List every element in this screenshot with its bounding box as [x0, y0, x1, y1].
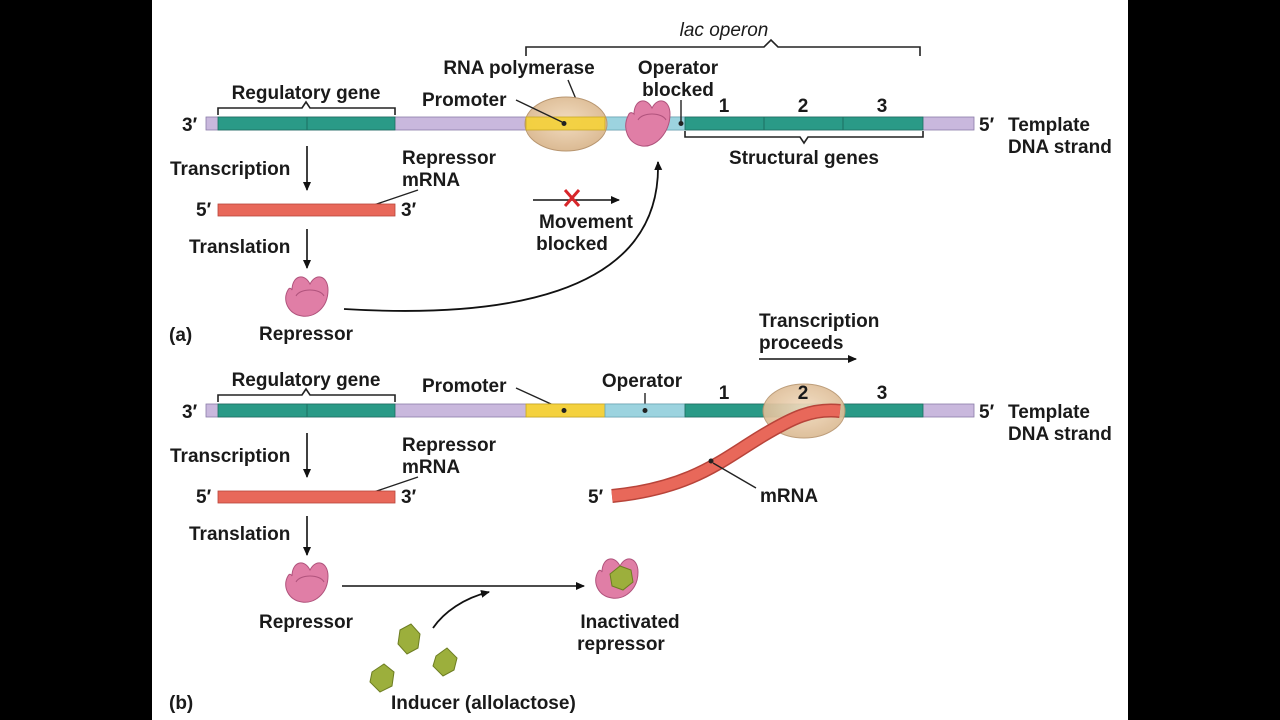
inducer-arrow — [432, 589, 490, 629]
dna-5prime-b: 5′ — [979, 402, 995, 423]
movement-blocked-label-1: Movement — [539, 212, 634, 233]
inducer-bound — [609, 565, 634, 591]
transcription-proceeds-label-1: Transcription — [759, 311, 879, 332]
structural-genes-a — [684, 116, 924, 131]
template-label-b-2: DNA strand — [1008, 424, 1112, 445]
gene-number-a-2: 2 — [798, 96, 809, 117]
gene-number-b-1: 1 — [719, 383, 730, 404]
structural-genes-brace — [684, 131, 924, 145]
dna-5prime-a: 5′ — [979, 115, 995, 136]
panel-b: Transcription proceeds Regulatory gene P… — [169, 311, 1112, 714]
inactivated-label-2: repressor — [577, 634, 665, 655]
repressor-mrna-strand-b — [217, 490, 396, 504]
blocked-x-icon — [563, 189, 581, 207]
regulatory-gene-label-b: Regulatory gene — [232, 370, 381, 391]
repressor-mrna-5prime-a: 5′ — [196, 200, 212, 221]
translation-label-a: Translation — [189, 237, 290, 258]
regulatory-gene-brace-a — [217, 100, 396, 115]
repressor-mrna-3prime-b: 3′ — [401, 487, 417, 508]
gene-number-a-3: 3 — [877, 96, 888, 117]
lac-operon-bracket — [525, 38, 921, 56]
repressor-cleft-a — [637, 113, 667, 121]
dna-3prime-b: 3′ — [182, 402, 198, 423]
inducer-molecule-2 — [432, 647, 458, 677]
repressor-mrna-strand-a — [217, 203, 396, 217]
gene-number-b-2: 2 — [798, 383, 809, 404]
repressor-free-a — [285, 276, 329, 317]
transcription-proceeds-label-2: proceeds — [759, 333, 843, 354]
mrna-label-b: mRNA — [760, 486, 818, 507]
transcription-label-b: Transcription — [170, 446, 290, 467]
template-label-a-1: Template — [1008, 115, 1090, 136]
operator-blocked-label-1: Operator — [638, 58, 719, 79]
gene-number-b-3: 3 — [877, 383, 888, 404]
panel-a: lac operon Regulatory gene RNA polymeras… — [169, 20, 1112, 346]
inducer-label: Inducer (allolactose) — [391, 693, 576, 714]
inactivated-label-1: Inactivated — [580, 612, 679, 633]
repressor-mrna-label-b-2: mRNA — [402, 457, 460, 478]
operator-dot-b — [642, 408, 648, 413]
repressor-cleft-free-a — [295, 289, 325, 297]
operator-dot-a — [678, 121, 684, 126]
repressor-mrna-3prime-a: 3′ — [401, 200, 417, 221]
promoter-label-b: Promoter — [422, 376, 507, 397]
promoter-dot-a — [561, 121, 567, 126]
movement-blocked-label-2: blocked — [536, 234, 608, 255]
inducer-molecule-1 — [397, 623, 421, 655]
translation-label-b: Translation — [189, 524, 290, 545]
promoter-label-a: Promoter — [422, 90, 507, 111]
regulatory-gene-label-a: Regulatory gene — [232, 83, 381, 104]
transcription-label-a: Transcription — [170, 159, 290, 180]
template-label-a-2: DNA strand — [1008, 137, 1112, 158]
repressor-cleft-free-b — [295, 575, 325, 583]
promoter-dot-b — [561, 408, 567, 413]
mrna-dot-b — [708, 458, 714, 464]
growing-mrna-fill — [611, 404, 841, 502]
operator-label-b: Operator — [602, 371, 683, 392]
operator-blocked-label-2: blocked — [642, 80, 714, 101]
repressor-on-operator — [625, 100, 671, 147]
lac-operon-diagram: lac operon Regulatory gene RNA polymeras… — [169, 20, 1112, 714]
panel-label-b: (b) — [169, 693, 193, 714]
promoter-leader-a — [515, 99, 563, 123]
repressor-binding-arrow — [343, 161, 663, 312]
repressor-mrna-5prime-b: 5′ — [196, 487, 212, 508]
diagram-panel: lac operon Regulatory gene RNA polymeras… — [152, 0, 1128, 720]
repressor-label-b: Repressor — [259, 612, 354, 633]
repressor-mrna-label-a-1: Repressor — [402, 148, 497, 169]
repressor-free-b — [285, 562, 329, 603]
panel-label-a: (a) — [169, 325, 192, 346]
repressor-label-a: Repressor — [259, 324, 354, 345]
mrna-leader-b — [712, 462, 757, 489]
gene-number-a-1: 1 — [719, 96, 730, 117]
rna-polymerase-label: RNA polymerase — [443, 58, 594, 79]
long-mrna-5prime: 5′ — [588, 487, 604, 508]
repressor-mrna-label-b-1: Repressor — [402, 435, 497, 456]
dna-3prime-a: 3′ — [182, 115, 198, 136]
repressor-mrna-label-a-2: mRNA — [402, 170, 460, 191]
lac-operon-label: lac operon — [680, 20, 769, 41]
inducer-molecule-3 — [369, 663, 395, 693]
template-label-b-1: Template — [1008, 402, 1090, 423]
regulatory-gene-brace-b — [217, 387, 396, 402]
structural-genes-label: Structural genes — [729, 148, 879, 169]
